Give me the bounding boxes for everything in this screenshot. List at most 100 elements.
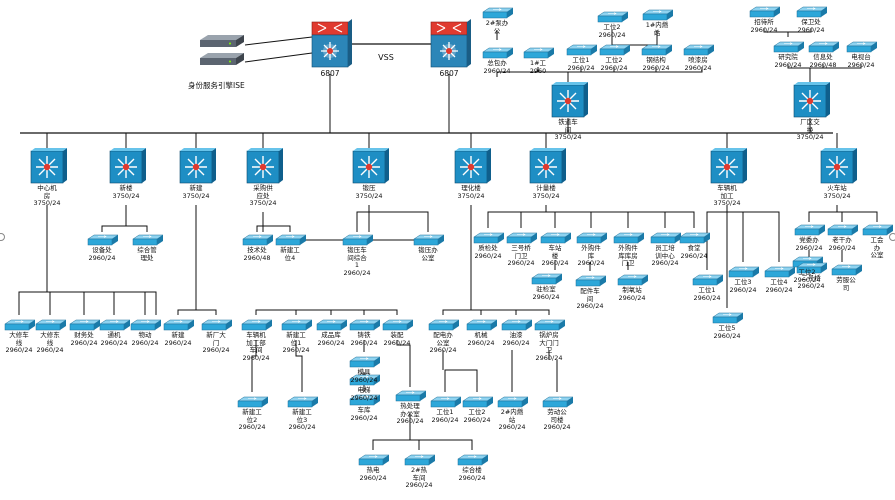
ise-server-2[interactable] (200, 53, 244, 65)
l2-switch-c05[interactable] (130, 319, 162, 331)
l2-switch-a03[interactable] (642, 9, 674, 21)
l2-switch-a08[interactable] (641, 44, 673, 56)
server-group (200, 35, 244, 65)
l2-switch-c04[interactable] (99, 319, 131, 331)
l2-switch-b09[interactable] (540, 232, 572, 244)
right-edge-handle[interactable] (889, 233, 895, 241)
l2-switch-b23[interactable] (862, 224, 894, 236)
l2-switch-b19[interactable] (764, 266, 796, 278)
l2-switch-a02[interactable] (597, 11, 629, 23)
l2-switch-c08[interactable] (241, 319, 273, 331)
l3-switch-qhl[interactable] (454, 148, 491, 184)
l2-switch-b06[interactable] (413, 234, 445, 246)
l2-switch-b25[interactable] (796, 262, 828, 274)
l2-switch-a05[interactable] (523, 47, 555, 59)
l3-switch-zh[interactable] (179, 148, 216, 184)
l2-switch-c18[interactable] (395, 390, 427, 402)
l2-switch-c23[interactable] (430, 396, 462, 408)
l2-switch-c29[interactable] (457, 454, 489, 466)
l2-label: 总包办 2960/24 (483, 59, 511, 75)
l2-switch-c12[interactable] (382, 319, 414, 331)
l2-label: 劳动公 司楼 2960/24 (543, 408, 571, 431)
l2-switch-c10[interactable] (316, 319, 348, 331)
l2-switch-b13[interactable] (679, 232, 711, 244)
l2-switch-b01[interactable] (87, 234, 119, 246)
l3-switch-zxjf[interactable] (30, 148, 67, 184)
l2-switch-b08[interactable] (506, 232, 538, 244)
l2-switch-c06[interactable] (163, 319, 195, 331)
link-line (256, 225, 291, 232)
l2-switch-c07[interactable] (201, 319, 233, 331)
l2-switch-b04[interactable] (275, 234, 307, 246)
l2-switch-b02[interactable] (132, 234, 164, 246)
l2-switch-c22[interactable] (534, 319, 566, 331)
link-line (442, 309, 550, 315)
l3-switch-jll[interactable] (529, 148, 566, 184)
l2-switch-b24[interactable] (827, 224, 859, 236)
l2-switch-c01[interactable] (4, 319, 36, 331)
l2-switch-b26[interactable] (831, 264, 863, 276)
l2-switch-b11[interactable] (613, 232, 645, 244)
ise-label: 身份服务引擎ISE (188, 81, 245, 90)
l2-switch-b20[interactable] (712, 312, 744, 324)
core-switch-core-left[interactable] (311, 19, 352, 68)
l2-switch-a14[interactable] (846, 41, 878, 53)
core-switch-core-right[interactable] (430, 19, 471, 68)
l2-switch-b17[interactable] (692, 274, 724, 286)
l3-switch-tlcj[interactable] (551, 82, 588, 118)
l2-switch-c03[interactable] (69, 319, 101, 331)
l2-switch-c11[interactable] (349, 319, 381, 331)
l2-switch-c25[interactable] (497, 396, 529, 408)
l3-switch-cqj[interactable] (793, 82, 830, 118)
l2-label: 老干办 2960/24 (828, 236, 856, 252)
l2-switch-b03[interactable] (242, 234, 274, 246)
l2-switch-b18[interactable] (728, 266, 760, 278)
l2-label: 新厂大 门 2960/24 (202, 331, 230, 354)
l2-label: 新建工 位4 (280, 246, 300, 262)
l2-switch-c28[interactable] (404, 454, 436, 466)
l2-label: 1#工 2960 (529, 59, 547, 75)
l2-switch-a07[interactable] (599, 44, 631, 56)
l2-switch-c21[interactable] (501, 319, 533, 331)
l2-label: 2#内燃 站 2960/24 (498, 408, 526, 431)
l3-switch-cggy[interactable] (246, 148, 283, 184)
l2-label: 锅炉房 大门门 卫 2960/24 (535, 331, 563, 362)
l2-switch-c02[interactable] (35, 319, 67, 331)
l3-switch-hcz[interactable] (820, 148, 857, 184)
l2-switch-c16[interactable] (349, 394, 381, 406)
l2-switch-a11[interactable] (796, 6, 828, 18)
l3-switch-cljg[interactable] (710, 148, 747, 184)
l2-switch-a09[interactable] (683, 44, 715, 56)
l2-switch-a01[interactable] (482, 7, 514, 19)
l2-switch-b10[interactable] (576, 232, 608, 244)
l2-switch-c24[interactable] (462, 396, 494, 408)
l2-switch-c20[interactable] (466, 319, 498, 331)
l2-switch-b15[interactable] (575, 275, 607, 287)
l2-switch-a10[interactable] (749, 6, 781, 18)
l2-switch-c19[interactable] (428, 319, 460, 331)
l2-switch-c09[interactable] (281, 319, 313, 331)
l2-switch-a12[interactable] (773, 41, 805, 53)
l2-switch-c27[interactable] (358, 454, 390, 466)
left-edge-handle[interactable] (0, 233, 5, 241)
ise-server-1[interactable] (200, 35, 244, 47)
l2-switch-c26[interactable] (542, 396, 574, 408)
l2-switch-b14[interactable] (531, 273, 563, 285)
l3-switch-dy[interactable] (352, 148, 389, 184)
l2-switch-a04[interactable] (482, 47, 514, 59)
l3-switch-xl[interactable] (109, 148, 146, 184)
l2-switch-b22[interactable] (794, 224, 826, 236)
l2-switch-b16[interactable] (617, 274, 649, 286)
l2-switch-a13[interactable] (808, 41, 840, 53)
l2-switch-c14[interactable] (237, 396, 269, 408)
l2-switch-b12[interactable] (650, 232, 682, 244)
l2-switch-c15[interactable] (287, 396, 319, 408)
link-line (444, 369, 478, 392)
l2-switch-b05[interactable] (342, 234, 374, 246)
l2-switch-a06[interactable] (566, 44, 598, 56)
l2-label: 热电 2960/24 (359, 466, 387, 482)
l2-switch-c13[interactable] (349, 356, 381, 368)
l2-switch-b07[interactable] (473, 232, 505, 244)
l2-label: 通机 2960/24 (100, 331, 128, 347)
l2-switch-c17[interactable] (349, 374, 381, 386)
